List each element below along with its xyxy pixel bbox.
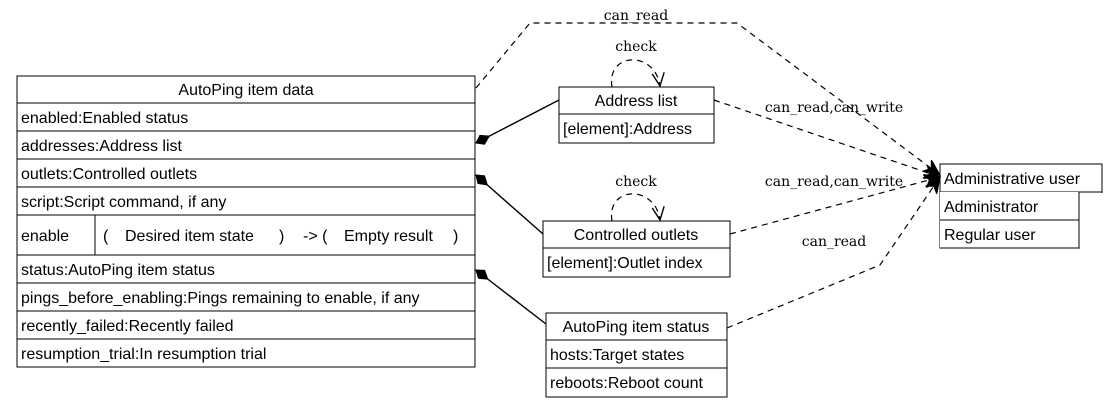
composition-status-to-autoping-item-status <box>475 269 547 325</box>
edge-controlled-outlets-to-admin-label: can_read,can_write <box>765 174 903 190</box>
role-regular-user: Regular user <box>944 227 1036 244</box>
method-enable-name: enable <box>21 228 69 245</box>
field-pings-before-enabling: pings_before_enabling:Pings remaining to… <box>21 290 420 307</box>
controlled-outlets-element: [element]:Outlet index <box>547 255 703 272</box>
address-list-check-label: check <box>615 39 657 55</box>
edge-status-to-admin <box>726 177 940 329</box>
address-list-element: [element]:Address <box>563 121 692 138</box>
method-enable-open-paren: ( <box>103 228 109 245</box>
address-list-box: Address list [element]:Address <box>558 86 715 144</box>
edge-data-to-admin-label: can_read <box>604 8 669 24</box>
field-addresses: addresses:Address list <box>21 138 183 155</box>
field-enabled: enabled:Enabled status <box>21 110 188 127</box>
autoping-item-status-title: AutoPing item status <box>563 319 710 336</box>
method-enable-result: Empty result <box>344 228 433 245</box>
controlled-outlets-check-loop <box>611 193 665 222</box>
edge-controlled-outlets-to-admin <box>729 177 940 235</box>
role-administrator: Administrator <box>944 199 1039 216</box>
status-field-hosts: hosts:Target states <box>550 347 684 364</box>
edge-status-to-admin-label: can_read <box>802 234 867 250</box>
method-enable-close-paren: ) <box>279 228 284 245</box>
method-enable-close-paren-2: ) <box>453 228 458 245</box>
edge-address-list-to-admin <box>713 99 940 177</box>
autoping-item-data-box: AutoPing item data enabled:Enabled statu… <box>16 75 476 368</box>
administrative-user-title: Administrative user <box>944 171 1081 188</box>
autoping-item-data-title: AutoPing item data <box>178 82 313 99</box>
controlled-outlets-box: Controlled outlets [element]:Outlet inde… <box>542 220 731 278</box>
edge-address-list-to-admin-label: can_read,can_write <box>765 100 903 116</box>
composition-outlets-to-controlled-outlets <box>475 174 544 235</box>
field-status: status:AutoPing item status <box>21 262 215 279</box>
address-list-check-loop <box>611 59 665 88</box>
field-script: script:Script command, if any <box>21 194 226 211</box>
autoping-item-status-box: AutoPing item status hosts:Target states… <box>545 312 728 398</box>
field-recently-failed: recently_failed:Recently failed <box>21 318 234 335</box>
address-list-title: Address list <box>595 93 678 110</box>
administrative-user-box: Administrative user Administrator Regula… <box>939 163 1103 249</box>
composition-addresses-to-address-list <box>475 99 560 145</box>
method-enable-arrow: -> ( <box>303 228 328 245</box>
field-outlets: outlets:Controlled outlets <box>21 166 197 183</box>
controlled-outlets-title: Controlled outlets <box>574 227 699 244</box>
status-field-reboots: reboots:Reboot count <box>550 375 704 392</box>
field-resumption-trial: resumption_trial:In resumption trial <box>21 346 266 363</box>
method-enable-argument: Desired item state <box>125 228 254 245</box>
controlled-outlets-check-label: check <box>615 174 657 190</box>
edge-data-to-admin-can-read <box>475 22 940 175</box>
